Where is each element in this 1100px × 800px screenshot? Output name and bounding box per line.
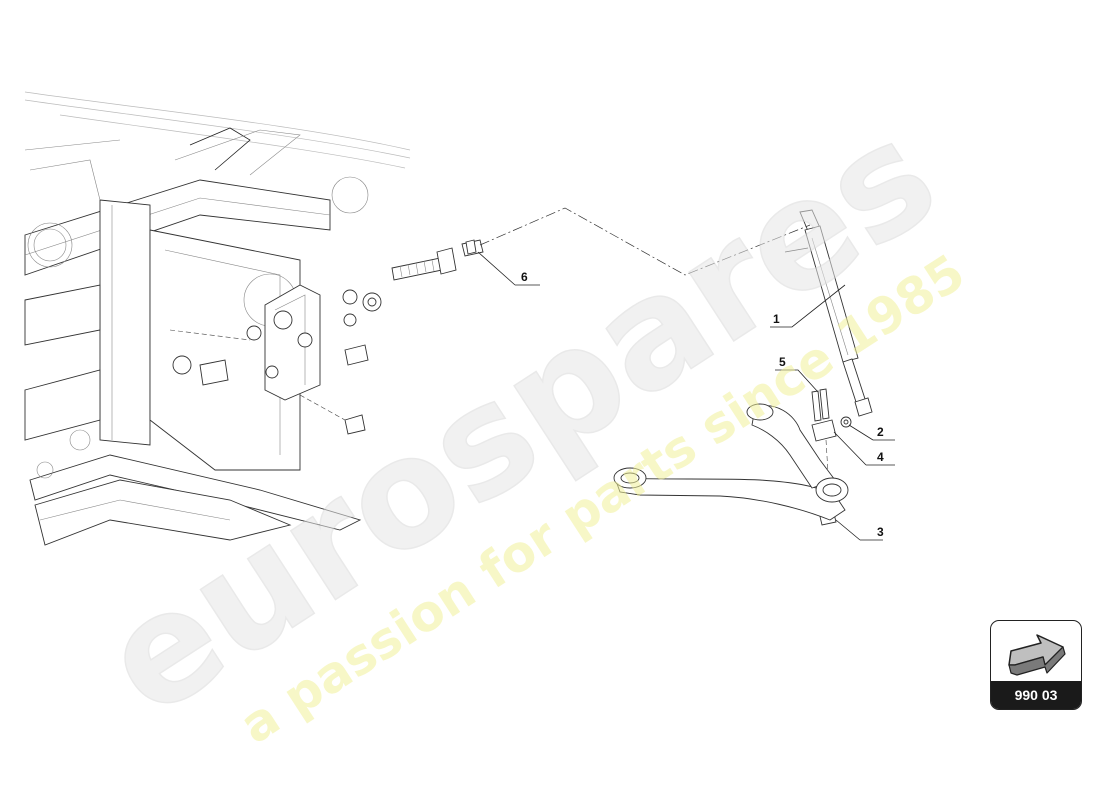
page-reference-badge[interactable]: 990 03	[990, 620, 1082, 710]
callout-4: 4	[877, 450, 884, 464]
control-arm	[613, 403, 849, 521]
stud-bolt	[391, 239, 484, 281]
callout-3: 3	[877, 525, 884, 539]
mount-bolts	[172, 289, 382, 435]
callout-6: 6	[521, 270, 528, 284]
gas-strut	[784, 209, 873, 417]
page-reference-code: 990 03	[991, 681, 1081, 709]
chassis-frame	[24, 91, 411, 546]
callout-2: 2	[877, 425, 884, 439]
next-page-arrow-icon	[1008, 634, 1066, 676]
callout-5: 5	[779, 355, 786, 369]
callout-1: 1	[773, 312, 780, 326]
leader-lines	[477, 251, 895, 541]
